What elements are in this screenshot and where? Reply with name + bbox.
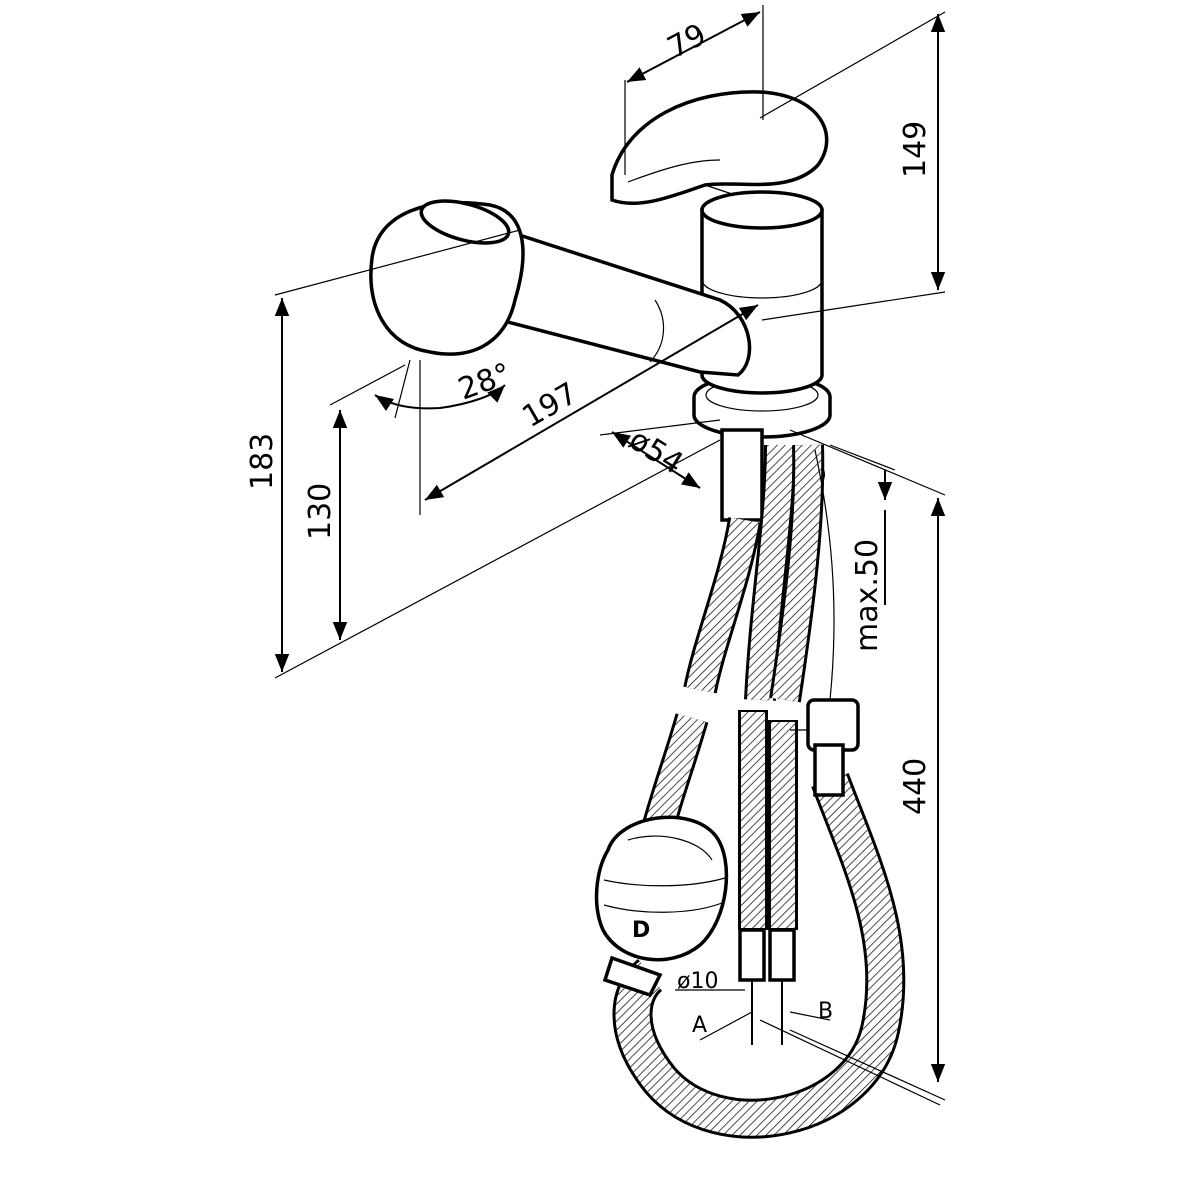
dim-149-label: 149 [898,121,933,178]
dim-440-label: 440 [898,758,933,815]
dimension-lines [274,5,946,1106]
inlet-a-label: A [692,1013,707,1038]
dim-angle-label: 28° [454,356,516,407]
dim-max-label: max.50 [850,539,885,652]
inlet-b-label: B [818,999,833,1024]
pull-out-spout [369,199,752,377]
dim-130-label: 130 [303,483,338,540]
hoses [612,428,906,1139]
dimension-labels: 79 149 183 130 197 28° ø54 max.50 440 ø1… [245,17,933,1038]
dim-183-label: 183 [245,433,280,490]
hose-clip [790,698,860,797]
lever-handle [610,90,829,205]
counterweight: D [594,815,729,998]
dim-connection-label: ø10 [677,969,718,994]
svg-text:D: D [632,918,650,943]
